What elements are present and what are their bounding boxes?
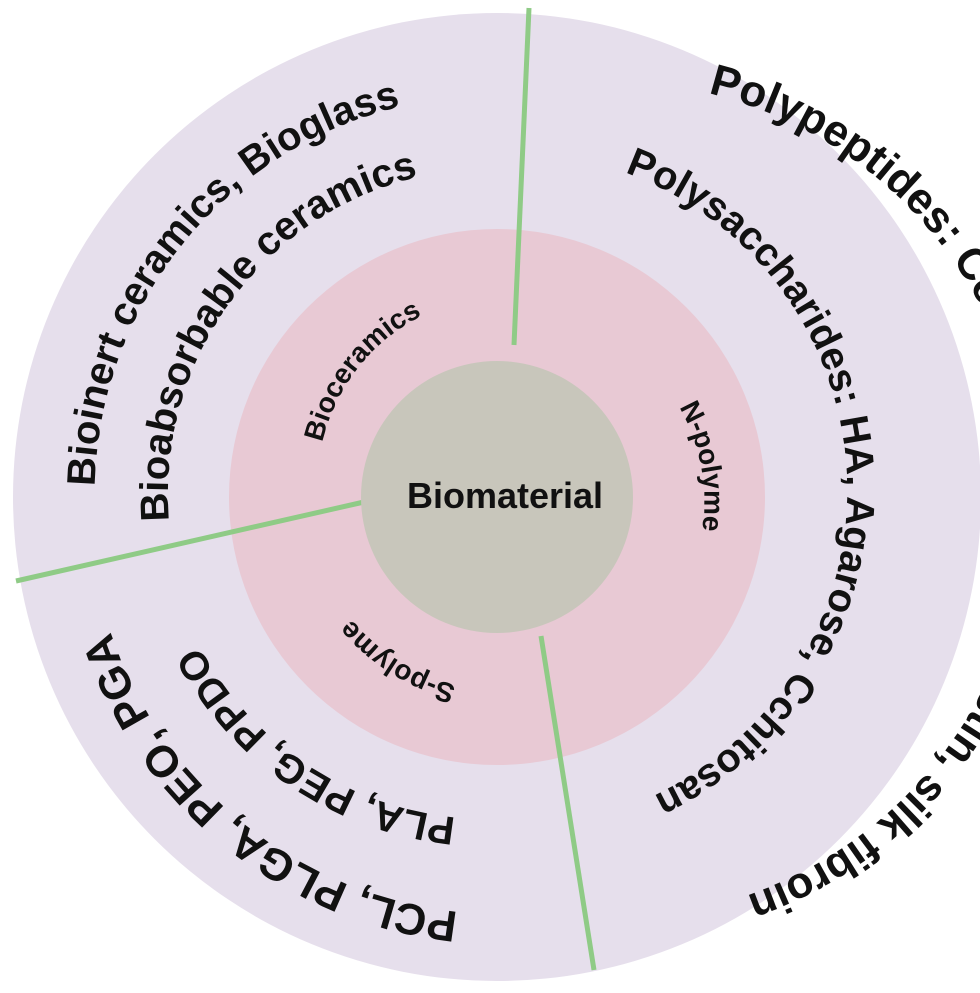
divider-top [511, 7, 532, 346]
divider-bottom [538, 635, 597, 971]
center-label: Biomaterial [407, 475, 603, 516]
center-circle [361, 361, 633, 633]
divider-left [15, 499, 365, 584]
